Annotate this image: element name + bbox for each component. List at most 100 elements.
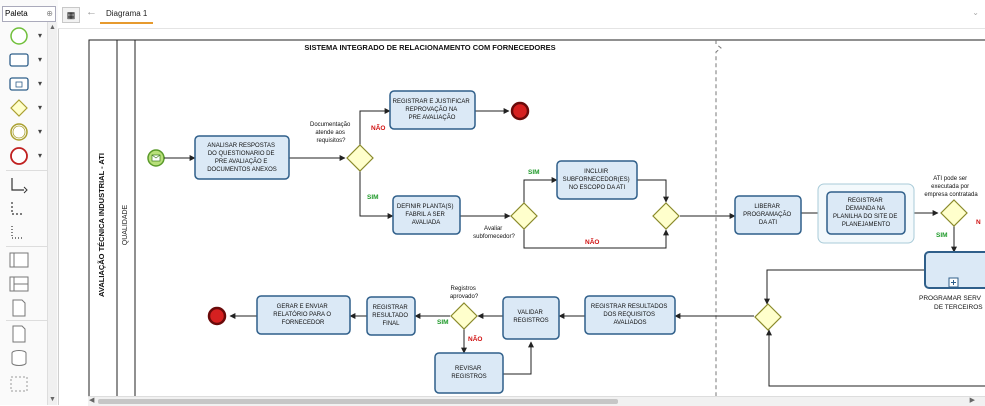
circle-icon: [10, 27, 28, 45]
gateway-merge-1[interactable]: [652, 202, 680, 230]
flow-label-nao: NÃO: [468, 334, 482, 343]
scroll-left-icon[interactable]: ◀: [89, 397, 95, 404]
svg-text:INCLUIR SUBFORNECEDOR(ES: INCLUIR SUBFORNECEDOR(ES) NO ESCOPO DA A…: [563, 169, 632, 191]
svg-text:Registros aprovado?: Registros aprovado?: [450, 286, 479, 300]
association-tool[interactable]: [8, 224, 42, 244]
task-registrar-reprovacao[interactable]: REGISTRAR E JUSTIFICAR REPROVAÇÃO NA PRE…: [389, 90, 476, 130]
lane-icon: [9, 276, 29, 292]
palette-header: Paleta ⊕: [2, 6, 56, 22]
palette-panel: Paleta ⊕ ▾ ▾ ▾ ▾ ▾ ▾: [0, 0, 59, 405]
scroll-thumb[interactable]: [98, 399, 618, 404]
back-arrow-icon[interactable]: ←: [86, 6, 97, 18]
gateway-documentacao[interactable]: Documentação atende aos requisitos?: [310, 122, 374, 172]
chevron-down-icon[interactable]: ▾: [37, 31, 42, 40]
gateway-ati-terceiros[interactable]: ATI pode ser executada por empresa contr…: [924, 176, 978, 227]
pool-label: AVALIAÇÃO TÉCNICA INDUSTRIAL - ATI: [97, 153, 106, 297]
svg-text:REGISTRAR DEMANDA NA: REGISTRAR DEMANDA NA PLANILHA DO SITE DE…: [833, 198, 899, 228]
group-icon: [10, 376, 28, 392]
pool-tool[interactable]: [8, 250, 42, 270]
group-tool[interactable]: [8, 374, 42, 394]
horizontal-scrollbar[interactable]: ◀ ▶: [88, 396, 985, 406]
svg-text:REGISTRAR E JUSTIFICAR R: REGISTRAR E JUSTIFICAR REPROVAÇÃO NA PRE…: [393, 99, 472, 121]
task-registrar-demanda[interactable]: REGISTRAR DEMANDA NA PLANILHA DO SITE DE…: [817, 183, 915, 244]
scroll-up-icon[interactable]: ▲: [49, 24, 56, 31]
chevron-down-icon[interactable]: ▾: [37, 127, 42, 136]
svg-text:REGISTRAR RESULTADOS DOS: REGISTRAR RESULTADOS DOS REQUISITOS AVAL…: [591, 304, 669, 326]
data-object-tool[interactable]: [8, 298, 42, 318]
tab-bar: ▦ ← Diagrama 1 ⌄: [58, 0, 985, 29]
gateway-tool[interactable]: ▾: [8, 98, 42, 118]
task-validar-registros[interactable]: VALIDAR REGISTROS: [502, 296, 560, 340]
flow-label-sim: SIM: [437, 319, 449, 326]
svg-text:VALIDAR REGISTROS: VALIDAR REGISTROS: [513, 310, 548, 324]
lane-label: QUALIDADE: [122, 204, 129, 245]
gateway-avaliar-subfornecedor[interactable]: Avaliar subfornecedor?: [473, 202, 538, 240]
palette-scrollbar[interactable]: ▲ ▼: [47, 22, 57, 405]
flow-label-nao: NÃO: [371, 123, 385, 132]
start-event[interactable]: [147, 149, 165, 167]
sequence-flow-tool[interactable]: [8, 176, 42, 196]
task-analisar-respostas[interactable]: ANALISAR RESPOSTAS DO QUESTIONARIO DE PR…: [194, 135, 290, 180]
subprocess-tool[interactable]: ▾: [8, 74, 42, 94]
task-revisar-registros[interactable]: REVISAR REGISTROS: [434, 352, 504, 394]
lane-tool[interactable]: [8, 274, 42, 294]
intermediate-event-tool[interactable]: ▾: [8, 122, 42, 142]
task-registrar-resultado-final[interactable]: REGISTRAR RESULTADO FINAL: [366, 296, 416, 336]
svg-text:REVISAR REGISTROS: REVISAR REGISTROS: [451, 366, 486, 380]
diagram-canvas[interactable]: AVALIAÇÃO TÉCNICA INDUSTRIAL - ATI QUALI…: [60, 29, 985, 396]
red-circle-icon: [10, 147, 28, 165]
start-event-tool[interactable]: ▾: [8, 26, 42, 46]
svg-text:Documentação atende aos: Documentação atende aos requisitos?: [310, 122, 352, 144]
grid-view-icon[interactable]: ▦: [62, 7, 80, 23]
svg-text:Avaliar subfornecedor?: Avaliar subfornecedor?: [473, 226, 515, 240]
end-event-tool[interactable]: ▾: [8, 146, 42, 166]
palette-divider: [6, 170, 50, 171]
chevron-down-icon[interactable]: ▾: [37, 55, 42, 64]
bpmn-diagram: AVALIAÇÃO TÉCNICA INDUSTRIAL - ATI QUALI…: [88, 39, 985, 396]
task-definir-planta[interactable]: DEFINIR PLANTA(S) FABRIL A SER AVALIADA: [392, 195, 461, 235]
flow-label-sim: SIM: [367, 194, 379, 201]
svg-text:DEFINIR PLANTA(S) FABRIL: DEFINIR PLANTA(S) FABRIL A SER AVALIADA: [397, 204, 455, 226]
pool-title: SISTEMA INTEGRADO DE RELACIONAMENTO COM …: [304, 43, 555, 52]
sequence-flows: [164, 108, 985, 387]
rounded-rect-icon: [9, 53, 29, 67]
svg-text:GERAR E ENVIAR RELATÓRIO: GERAR E ENVIAR RELATÓRIO PARA O FORNECED…: [273, 304, 332, 326]
end-event-final[interactable]: [207, 306, 227, 326]
tab-diagrama-1[interactable]: Diagrama 1: [100, 6, 154, 24]
task-registrar-resultados[interactable]: REGISTRAR RESULTADOS DOS REQUISITOS AVAL…: [584, 295, 676, 335]
chevron-down-icon[interactable]: ▾: [37, 151, 42, 160]
task-incluir-subfornecedor[interactable]: INCLUIR SUBFORNECEDOR(ES) NO ESCOPO DA A…: [556, 160, 638, 200]
pin-icon[interactable]: ⊕: [46, 9, 53, 18]
data-store-tool[interactable]: [8, 348, 42, 368]
chevron-down-icon[interactable]: ▾: [37, 79, 42, 88]
chevron-down-icon[interactable]: ▾: [37, 103, 42, 112]
gateway-merge-2[interactable]: [754, 303, 782, 331]
pool-icon: [9, 252, 29, 268]
flow-label-nao-truncated: N: [976, 219, 981, 226]
annotation-tool[interactable]: [8, 324, 42, 344]
palette-divider: [6, 246, 50, 247]
end-event-reprovacao[interactable]: [510, 101, 530, 121]
svg-text:ANALISAR RESPOSTAS DO QU: ANALISAR RESPOSTAS DO QUESTIONARIO DE PR…: [207, 143, 277, 173]
page-icon: [12, 325, 26, 343]
scroll-right-icon[interactable]: ▶: [969, 397, 975, 404]
task-tool[interactable]: ▾: [8, 50, 42, 70]
double-circle-icon: [10, 123, 28, 141]
subprocess-programar-servicos[interactable]: PROGRAMAR SERV DE TERCEIROS: [919, 251, 985, 311]
subprocess-icon: [9, 77, 29, 91]
task-gerar-relatorio[interactable]: GERAR E ENVIAR RELATÓRIO PARA O FORNECED…: [256, 295, 351, 335]
flow-label-sim: SIM: [528, 169, 540, 176]
flow-label-nao: NÃO: [585, 237, 599, 246]
dotted-flow-icon: [11, 226, 24, 239]
flow-label-sim: SIM: [936, 232, 948, 239]
task-liberar-programacao[interactable]: LIBERAR PROGRAMAÇÃO DA ATI: [734, 195, 802, 235]
scroll-down-icon[interactable]: ▼: [49, 396, 56, 403]
tab-menu-chevron-icon[interactable]: ⌄: [972, 8, 979, 17]
gateway-registros-aprovado[interactable]: Registros aprovado?: [450, 286, 479, 330]
message-flow-tool[interactable]: [8, 200, 42, 220]
diamond-icon: [10, 99, 28, 117]
palette-title: Paleta: [5, 9, 28, 18]
svg-text:REGISTRAR RESULTADO: REGISTRAR RESULTADO FINAL: [372, 305, 409, 327]
phase-separator: [715, 40, 722, 396]
dashed-flow-icon: [11, 202, 24, 215]
